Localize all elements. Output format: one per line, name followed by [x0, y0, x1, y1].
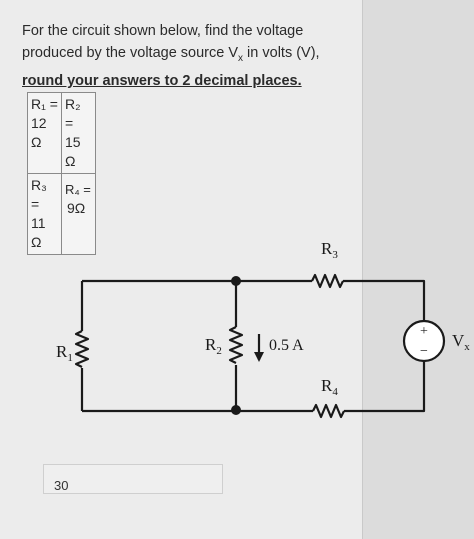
- r1-unit: Ω: [31, 134, 42, 150]
- r2-circuit-label: R2: [205, 335, 222, 357]
- plus-sign: +: [420, 324, 428, 339]
- r1-label: R₁ =: [31, 96, 58, 112]
- r4-circuit-label: R4: [321, 376, 338, 398]
- question-sub: x: [238, 52, 244, 64]
- current-arrow-head-icon: [254, 352, 264, 362]
- resistor-table: R₁ = 12 Ω R₂ = 15 Ω R₃ = 11 Ω R₄ = 9Ω: [27, 92, 96, 255]
- question-text: For the circuit shown below, find the vo…: [22, 20, 357, 92]
- resistor-r1: [74, 330, 90, 368]
- source-label: Vx: [452, 331, 470, 353]
- current-label: 0.5 A: [269, 337, 304, 354]
- r3-label: R₃ =: [31, 177, 47, 212]
- junction-bottom: [231, 405, 241, 415]
- resistor-cell-r4: R₄ = 9Ω: [61, 173, 96, 255]
- r1-circuit-label: R1: [56, 342, 73, 364]
- wire-top-left: [82, 279, 238, 283]
- r2-unit: Ω: [65, 153, 76, 169]
- question-prefix: For the circuit shown below, find the vo…: [22, 23, 304, 61]
- wire-top-source: [343, 279, 426, 321]
- wire-bottom-source: [344, 361, 426, 413]
- r3-value: 11: [31, 215, 46, 231]
- question-emphasis: round your answers to 2 decimal places.: [22, 72, 302, 89]
- r3-unit: Ω: [31, 234, 42, 250]
- question-middle: in volts (V),: [243, 45, 320, 61]
- r3-circuit-label: R3: [321, 239, 338, 261]
- r4-value: 9Ω: [67, 200, 86, 216]
- question-panel: For the circuit shown below, find the vo…: [0, 0, 363, 539]
- minus-sign: −: [420, 344, 428, 359]
- answer-input[interactable]: [43, 464, 223, 494]
- r1-value: 12: [31, 115, 47, 131]
- r4-label: R₄ =: [65, 182, 91, 197]
- resistor-r3: [311, 273, 344, 289]
- r2-value: 15: [65, 134, 81, 150]
- resistor-r2: [228, 326, 244, 364]
- r2-label: R₂ =: [65, 96, 81, 131]
- junction-top: [231, 276, 241, 286]
- voltage-source-icon: [402, 319, 446, 363]
- resistor-r4: [312, 403, 345, 419]
- resistor-cell-r2: R₂ = 15 Ω: [61, 92, 96, 174]
